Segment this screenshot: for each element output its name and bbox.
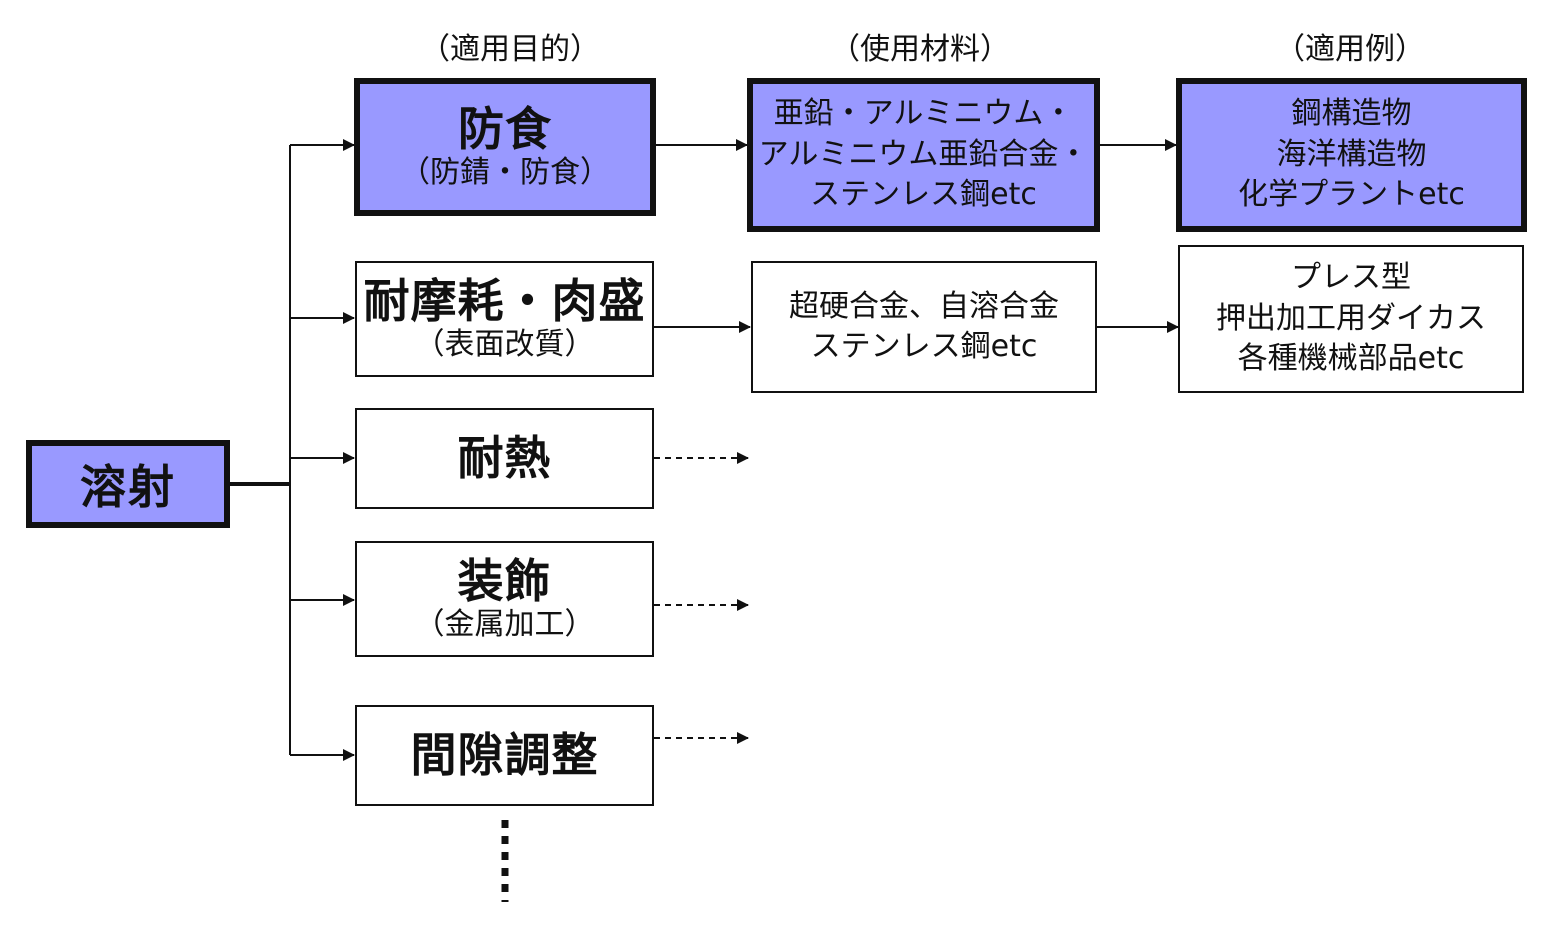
purpose-subtitle: （金属加工） [414, 607, 595, 643]
purpose-box-decoration: 装飾 （金属加工） [355, 541, 654, 657]
purpose-subtitle: （防錆・防食） [400, 155, 610, 191]
header-example: （適用例） [1275, 32, 1425, 67]
purpose-box-heat: 耐熱 [355, 408, 654, 509]
material-box-anticorrosion: 亜鉛・アルミニウム・ アルミニウム亜鉛合金・ ステンレス鋼etc [747, 78, 1100, 232]
example-text: プレス型 押出加工用ダイカス 各種機械部品etc [1216, 260, 1486, 377]
purpose-title: 耐熱 [457, 431, 552, 486]
header-purpose: （適用目的） [420, 32, 600, 67]
purpose-title: 耐摩耗・肉盛 [363, 273, 646, 328]
material-box-wear: 超硬合金、自溶合金 ステンレス鋼etc [751, 261, 1097, 393]
root-node: 溶射 [26, 440, 230, 528]
purpose-box-anticorrosion: 防食 （防錆・防食） [354, 78, 656, 216]
header-material: （使用材料） [830, 32, 1010, 67]
example-box-wear: プレス型 押出加工用ダイカス 各種機械部品etc [1178, 245, 1524, 393]
purpose-title: 間隙調整 [410, 728, 599, 783]
example-text: 鋼構造物 海洋構造物 化学プラントetc [1238, 96, 1465, 213]
purpose-subtitle: （表面改質） [414, 327, 595, 363]
material-text: 超硬合金、自溶合金 ステンレス鋼etc [789, 288, 1059, 365]
purpose-title: 装飾 [457, 553, 552, 608]
purpose-box-wear: 耐摩耗・肉盛 （表面改質） [355, 261, 654, 377]
example-box-anticorrosion: 鋼構造物 海洋構造物 化学プラントetc [1176, 78, 1527, 232]
material-text: 亜鉛・アルミニウム・ アルミニウム亜鉛合金・ ステンレス鋼etc [758, 96, 1089, 213]
purpose-box-clearance: 間隙調整 [355, 705, 654, 806]
purpose-title: 防食 [458, 101, 552, 156]
